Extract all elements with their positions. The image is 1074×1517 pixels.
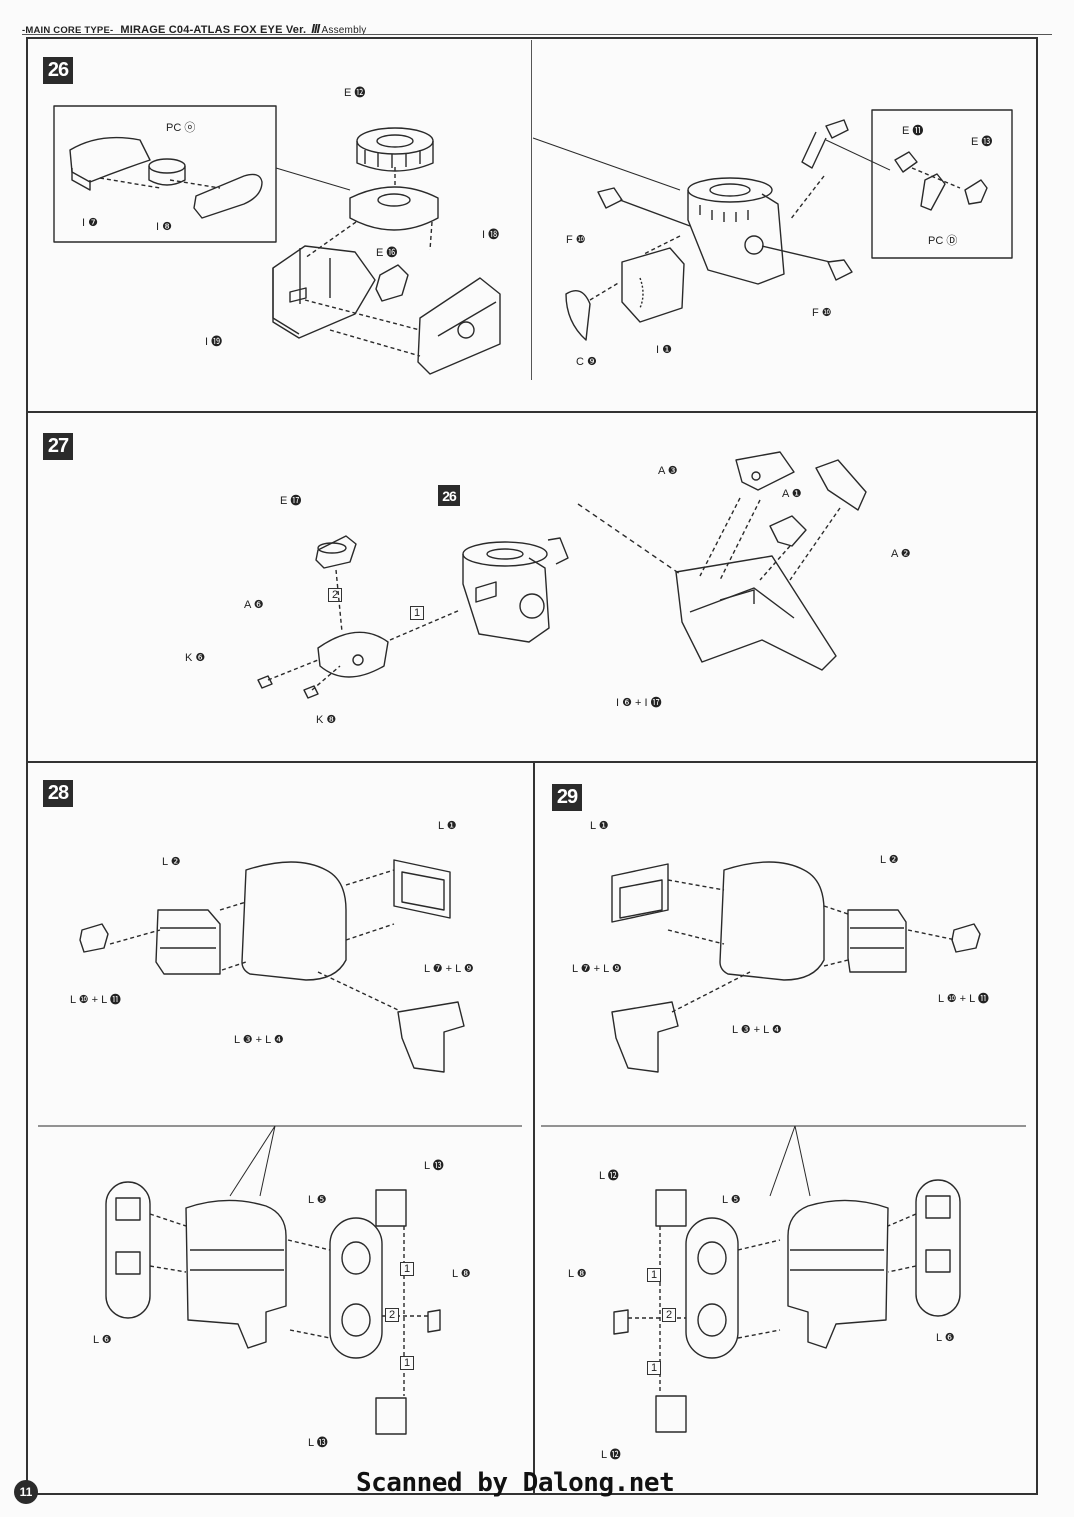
part-label: L ❿ + L ⓫ <box>938 993 989 1005</box>
part-label: L ❺ <box>308 1194 327 1206</box>
scan-watermark: Scanned by Dalong.net <box>356 1468 675 1498</box>
page-header: -MAIN CORE TYPE- MIRAGE C04-ATLAS FOX EY… <box>22 21 366 36</box>
step-28-badge: 28 <box>43 780 73 807</box>
part-label: L ⓬ <box>601 1449 621 1461</box>
page-number: 11 <box>14 1480 38 1504</box>
order-box: 1 <box>400 1356 415 1370</box>
part-label: L ❸ + L ❹ <box>732 1024 782 1036</box>
order-box: 2 <box>328 588 343 602</box>
part-label: E ⓬ <box>344 87 366 99</box>
part-label: A ❷ <box>891 548 911 560</box>
part-label: E ⓱ <box>280 495 302 507</box>
header-section: Assembly <box>321 25 367 36</box>
part-label: K ❽ <box>316 714 337 726</box>
divider-step28-29 <box>533 762 535 1495</box>
part-label: L ⓭ <box>424 1160 444 1172</box>
order-box: 2 <box>662 1308 677 1322</box>
part-label: I ⓲ <box>482 229 500 241</box>
part-label: I ❶ <box>656 344 672 356</box>
order-box: 1 <box>400 1262 415 1276</box>
part-label: F ❿ <box>812 307 832 319</box>
step-26-badge: 26 <box>43 57 73 84</box>
divider-step26-inner <box>531 40 532 380</box>
part-label: C ❾ <box>576 356 597 368</box>
divider-step27-28 <box>26 761 1038 763</box>
part-label: PC ⓞ <box>166 122 196 134</box>
part-label: K ❻ <box>185 652 206 664</box>
part-label: I ❽ <box>156 221 172 233</box>
page-frame <box>26 37 1038 1495</box>
part-label: L ❽ <box>452 1268 471 1280</box>
part-label: I ⓳ <box>205 336 223 348</box>
divider-step26-27 <box>26 411 1038 413</box>
part-label: L ❺ <box>722 1194 741 1206</box>
part-label: L ❻ <box>936 1332 955 1344</box>
order-box: 1 <box>647 1268 662 1282</box>
part-label: L ❻ <box>93 1334 112 1346</box>
part-label: L ❼ + L ❾ <box>424 963 474 975</box>
header-version: III <box>311 21 320 36</box>
step-27-badge: 27 <box>43 433 73 460</box>
part-label: E ⓭ <box>971 136 993 148</box>
part-label: L ⓬ <box>599 1170 619 1182</box>
header-rule <box>22 34 1052 35</box>
part-label: L ❽ <box>568 1268 587 1280</box>
detail-inset-26b <box>871 109 1013 259</box>
part-label: L ❶ <box>590 820 609 832</box>
part-label: L ❸ + L ❹ <box>234 1034 284 1046</box>
part-label: L ❶ <box>438 820 457 832</box>
part-label: I ❼ <box>82 217 98 229</box>
header-model: MIRAGE C04-ATLAS FOX EYE Ver. <box>120 24 307 36</box>
part-label: L ❿ + L ⓫ <box>70 994 121 1006</box>
part-label: L ❼ + L ❾ <box>572 963 622 975</box>
part-label: A ❸ <box>658 465 678 477</box>
part-label: E ⓫ <box>902 125 924 137</box>
part-label: I ❻ + I ⓱ <box>616 697 662 709</box>
step-27-reference-badge: 26 <box>438 485 460 506</box>
detail-inset-26a <box>53 105 277 243</box>
part-label: L ⓭ <box>308 1437 328 1449</box>
part-label: A ❶ <box>782 488 802 500</box>
part-label: L ❷ <box>880 854 899 866</box>
part-label: PC Ⓓ <box>928 235 958 247</box>
order-box: 1 <box>410 606 425 620</box>
header-prefix: -MAIN CORE TYPE- <box>22 25 114 36</box>
step-29-badge: 29 <box>552 784 582 811</box>
order-box: 1 <box>647 1361 662 1375</box>
part-label: A ❻ <box>244 599 264 611</box>
part-label: E ⓰ <box>376 247 398 259</box>
order-box: 2 <box>385 1308 400 1322</box>
part-label: L ❷ <box>162 856 181 868</box>
part-label: F ❿ <box>566 234 586 246</box>
